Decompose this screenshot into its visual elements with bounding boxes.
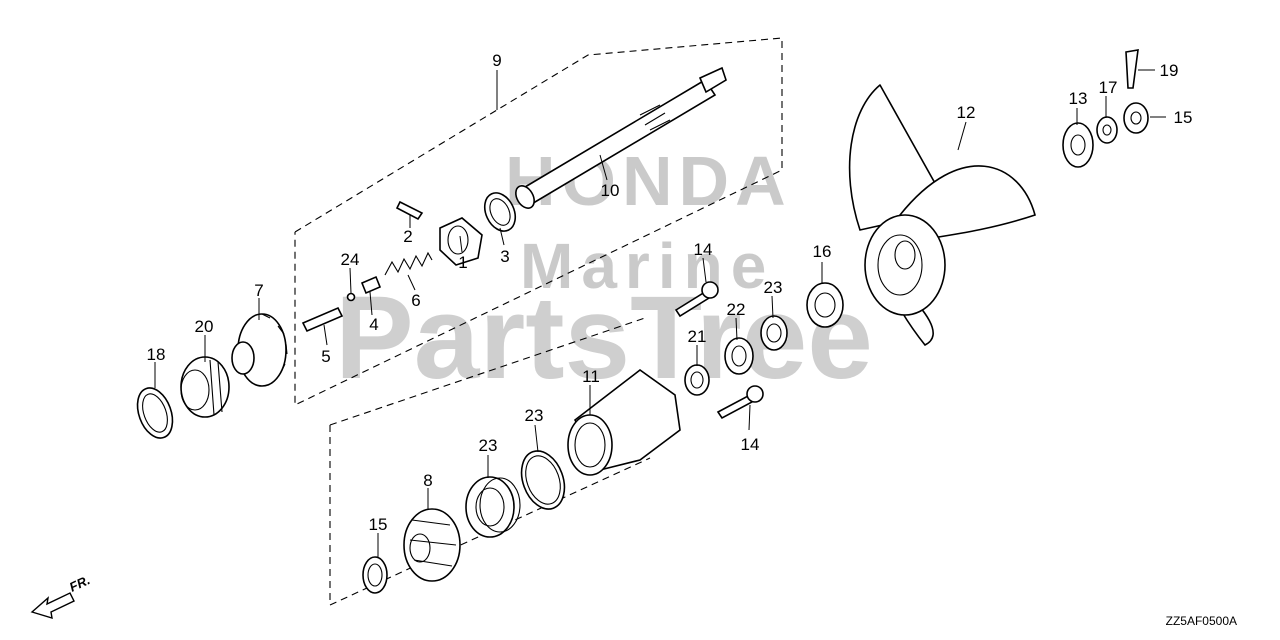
callout-14-lower: 14 — [741, 435, 760, 454]
callout-22: 21 — [688, 327, 707, 346]
part-18-washer — [1096, 116, 1118, 144]
callout-21: 20 — [195, 317, 214, 336]
part-25-bearing — [465, 476, 521, 538]
part-23-seal-a — [724, 337, 754, 375]
callout-25: 23 — [479, 436, 498, 455]
part-23-seal-b — [760, 315, 788, 351]
callout-20: 19 — [1160, 61, 1179, 80]
callout-16: 15 — [369, 515, 388, 534]
part-15-nut — [1123, 102, 1149, 134]
callouts: 9 10 2 3 1 24 6 4 5 7 20 18 8 15 23 23 1… — [147, 51, 1193, 534]
part-19-washer — [136, 387, 174, 439]
front-direction-indicator: FR. — [30, 572, 92, 619]
part-5-pin — [301, 306, 344, 333]
shaft-assembly-outline — [294, 37, 783, 406]
callout-13: 13 — [1069, 89, 1088, 108]
front-arrow-icon — [30, 592, 75, 619]
callout-19: 18 — [147, 345, 166, 364]
callout-6: 6 — [411, 291, 420, 310]
callout-15: 15 — [1174, 108, 1193, 127]
callout-2: 2 — [403, 227, 412, 246]
callout-24: 23 — [525, 406, 544, 425]
callout-8: 8 — [423, 471, 432, 490]
part-7-gear — [231, 313, 288, 387]
callout-4: 4 — [369, 315, 378, 334]
callout-12: 12 — [957, 103, 976, 122]
callout-11: 11 — [582, 367, 600, 386]
part-11-holder — [567, 369, 681, 476]
callout-23-upper: 23 — [764, 278, 783, 297]
callout-7: 7 — [254, 281, 263, 300]
callout-17: 16 — [813, 242, 832, 261]
diagram-code: ZZ5AF0500A — [1166, 614, 1237, 628]
part-4-pin — [360, 275, 382, 295]
callout-1: 1 — [458, 253, 467, 272]
leader-lines — [154, 69, 1166, 558]
watermark-brand-mid: Marine — [520, 230, 774, 302]
part-17-spline — [806, 282, 844, 328]
callout-26: 24 — [341, 250, 360, 269]
lower-group-outline-top — [329, 317, 646, 426]
part-12-propeller — [848, 83, 1036, 347]
callout-18: 17 — [1099, 78, 1118, 97]
part-21-bearing — [180, 356, 230, 418]
callout-9: 9 — [492, 51, 501, 70]
part-14-bolt-lower — [716, 385, 764, 420]
callout-5: 5 — [321, 347, 330, 366]
part-14-bolt-upper — [674, 281, 719, 318]
propeller-shaft — [515, 66, 727, 209]
callout-23-lower: 22 — [727, 300, 746, 319]
front-direction-label: FR. — [67, 572, 92, 594]
part-3-ring — [483, 192, 517, 232]
part-6-spring — [384, 251, 433, 276]
part-22-bushing — [684, 364, 710, 396]
part-26-ball — [346, 292, 356, 302]
callout-14-upper: 14 — [694, 240, 713, 259]
part-8-bevel-gear — [403, 508, 461, 582]
part-2-pin — [395, 200, 424, 221]
part-24-oring — [520, 450, 566, 510]
part-16-washer — [362, 556, 388, 594]
callout-3: 3 — [500, 247, 509, 266]
part-13-washer — [1062, 122, 1094, 168]
part-20-cotter-pin — [1125, 49, 1139, 89]
callout-10: 10 — [601, 181, 620, 200]
